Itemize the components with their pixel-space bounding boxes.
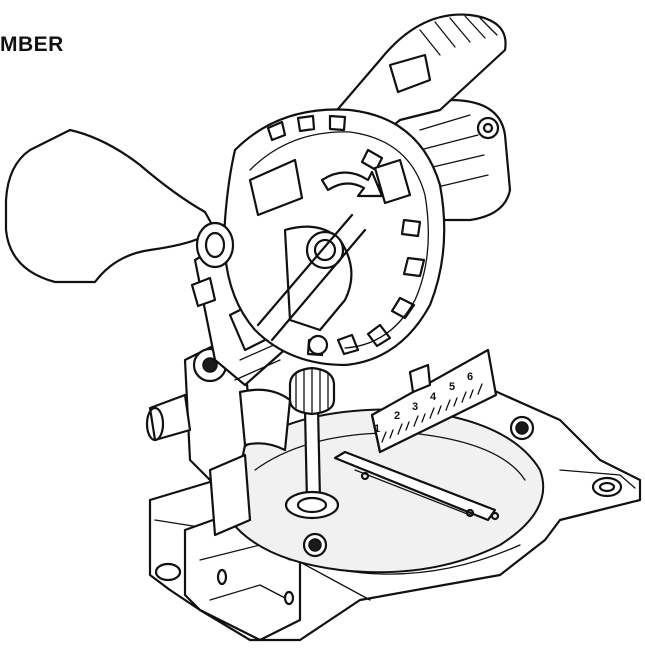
- guard-window: [248, 158, 304, 217]
- clamp-post: [303, 406, 322, 504]
- scale-number-3: 3: [412, 401, 418, 413]
- scale-number-6: 6: [467, 371, 473, 383]
- guard-hub: [195, 221, 235, 269]
- kerf-slot: [333, 450, 497, 522]
- scale-number-5: 5: [449, 381, 455, 393]
- page-heading: MBER: [0, 33, 64, 56]
- rotation-arrow: [320, 170, 384, 198]
- scale-number-4: 4: [430, 391, 437, 403]
- bevel-lock-knob: [148, 393, 192, 442]
- scale-number-2: 2: [394, 410, 400, 422]
- clamp-base: [284, 490, 340, 520]
- scale-number-1: 1: [374, 423, 380, 435]
- upper-guard-callout: [4, 128, 217, 284]
- fence-scale-ticks: [381, 383, 483, 443]
